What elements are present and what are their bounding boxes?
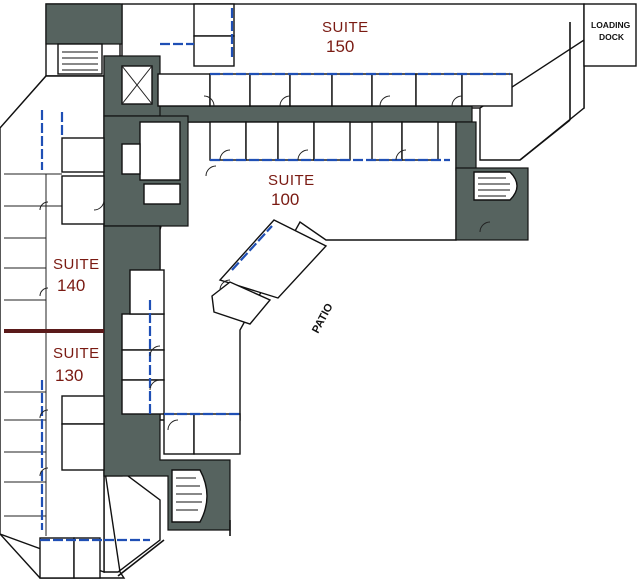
doors xyxy=(39,95,491,477)
stair-north-west xyxy=(57,43,103,75)
patio-label: PATIO xyxy=(310,301,336,335)
suite-140-number: 140 xyxy=(57,276,85,295)
suite-130-label: SUITE xyxy=(53,345,100,362)
suite-140-label: SUITE xyxy=(53,256,100,273)
stair-east xyxy=(473,171,518,201)
suite-100-offices xyxy=(209,121,439,325)
left-wing-offices xyxy=(4,137,105,579)
suite-150-number: 150 xyxy=(326,37,354,56)
suite-130-number: 130 xyxy=(55,366,83,385)
lower-offices xyxy=(121,269,241,455)
suite-100-area xyxy=(159,121,457,421)
exterior-windows xyxy=(40,8,510,542)
loading-dock-label-line2: DOCK xyxy=(599,32,625,42)
demising-wall xyxy=(4,329,104,333)
building-outline xyxy=(117,22,571,577)
loading-dock-label-line1: LOADING xyxy=(591,20,631,30)
restrooms xyxy=(121,65,181,205)
stair-south xyxy=(171,469,208,523)
loading-dock xyxy=(583,3,637,67)
suite-100-label: SUITE xyxy=(268,172,315,189)
suite-150-label: SUITE xyxy=(322,19,369,36)
suite-100-number: 100 xyxy=(271,190,299,209)
